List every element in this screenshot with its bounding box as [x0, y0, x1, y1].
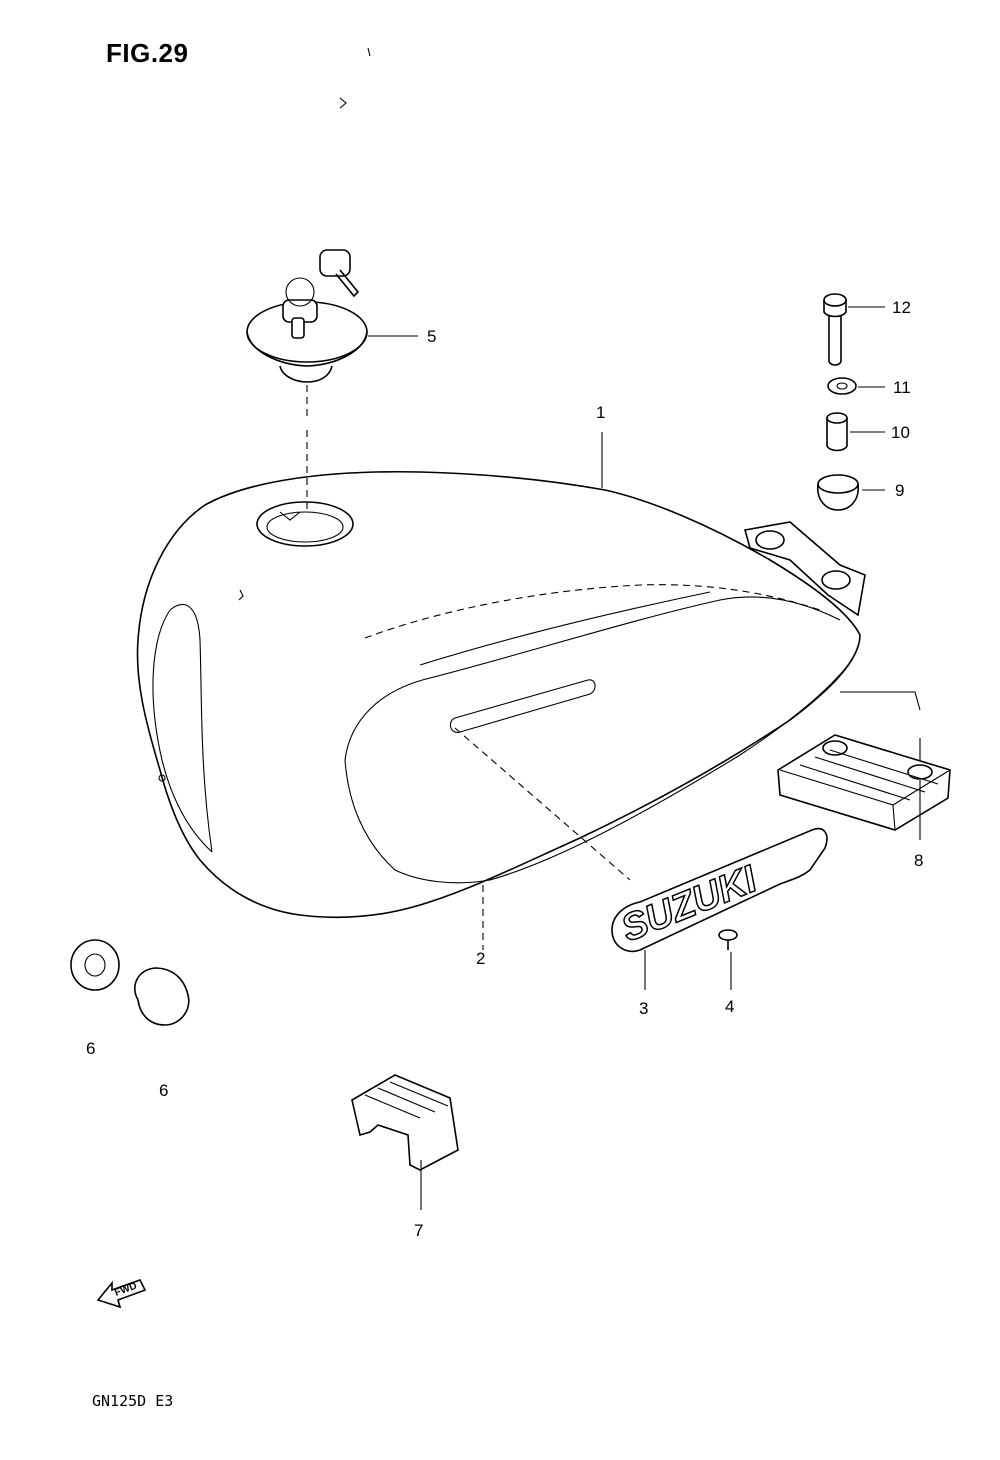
tank-clip	[351, 1074, 459, 1171]
rear-cushions	[70, 939, 190, 1026]
cushion-outline	[777, 734, 951, 831]
washer-hole	[836, 382, 848, 390]
callout-9: 9	[895, 481, 905, 500]
callout-12: 12	[892, 298, 911, 317]
grommet-body	[816, 483, 860, 511]
rear-cushion-cap	[134, 967, 190, 1026]
bolt-head-side	[823, 300, 847, 318]
screw-head	[718, 929, 738, 941]
bolt-head	[823, 293, 847, 307]
spare-key-head	[319, 249, 351, 277]
clip-ridges	[364, 1081, 449, 1119]
spare-key-blade	[335, 269, 360, 298]
emblem-lettering: SUZUKI	[616, 858, 764, 950]
cushion-hole	[907, 764, 933, 780]
emblem-screw	[718, 929, 738, 950]
filler-notch	[279, 511, 301, 521]
rear-cushion-ring	[70, 939, 120, 991]
fwd-label: FWD	[113, 1281, 138, 1299]
key-ring	[285, 277, 315, 307]
front-cushion	[777, 691, 951, 831]
emblem-mount-slot	[449, 679, 596, 733]
filler-opening-inner	[266, 511, 344, 543]
mount-hole	[821, 570, 851, 590]
cap-neck	[279, 365, 333, 383]
fwd-arrow: FWD	[96, 1279, 147, 1309]
tank-side-panel-top	[344, 596, 841, 761]
mount-hole	[755, 530, 785, 550]
tank-mark	[238, 589, 244, 601]
emblem-plate	[611, 828, 828, 952]
stray-mark	[367, 47, 371, 57]
callout-10: 10	[891, 423, 910, 442]
fuel-tank	[136, 470, 866, 919]
fuel-cap	[246, 249, 368, 510]
callout-3: 3	[639, 999, 649, 1018]
callout-11: 11	[893, 378, 911, 397]
mount-hardware-stack	[816, 293, 860, 511]
callout-5: 5	[427, 327, 437, 346]
tank-side-panel-bottom	[344, 659, 853, 884]
callout-1: 1	[596, 403, 606, 422]
tank-mark	[158, 774, 166, 782]
tank-knee-recess	[169, 604, 213, 853]
cap-rim	[246, 331, 368, 367]
callout-4: 4	[725, 997, 735, 1016]
cushion-hole	[822, 740, 848, 756]
tank-crease-line	[364, 584, 821, 639]
collar-top	[826, 412, 848, 424]
model-code: GN125D E3	[92, 1392, 174, 1410]
figure-title: FIG.29	[106, 38, 189, 68]
filler-opening	[256, 501, 354, 547]
clip-outline	[351, 1074, 459, 1171]
collar-body	[826, 418, 848, 452]
emblem-dashed-guide	[454, 727, 631, 881]
callout-8: 8	[914, 851, 924, 870]
rear-cushion-hole	[84, 953, 106, 977]
front-mount-bracket	[743, 521, 866, 617]
key-blade	[291, 317, 305, 339]
tank-knee-recess	[152, 609, 213, 853]
tank-outline	[136, 470, 861, 919]
callout-leaders	[368, 306, 921, 1210]
grommet-top	[817, 474, 859, 494]
leader-line	[840, 691, 921, 760]
fwd-arrow-shape	[96, 1279, 147, 1309]
callout-2: 2	[476, 949, 486, 968]
cushion-grooves	[799, 749, 939, 801]
tank-crease-line	[419, 591, 711, 666]
callout-7: 7	[414, 1221, 424, 1240]
callout-6b: 6	[159, 1081, 169, 1100]
suzuki-emblem: SUZUKI	[454, 727, 828, 952]
stray-mark	[339, 97, 347, 109]
bolt-shank	[828, 316, 842, 366]
washer	[827, 377, 857, 395]
callout-6a: 6	[86, 1039, 96, 1058]
